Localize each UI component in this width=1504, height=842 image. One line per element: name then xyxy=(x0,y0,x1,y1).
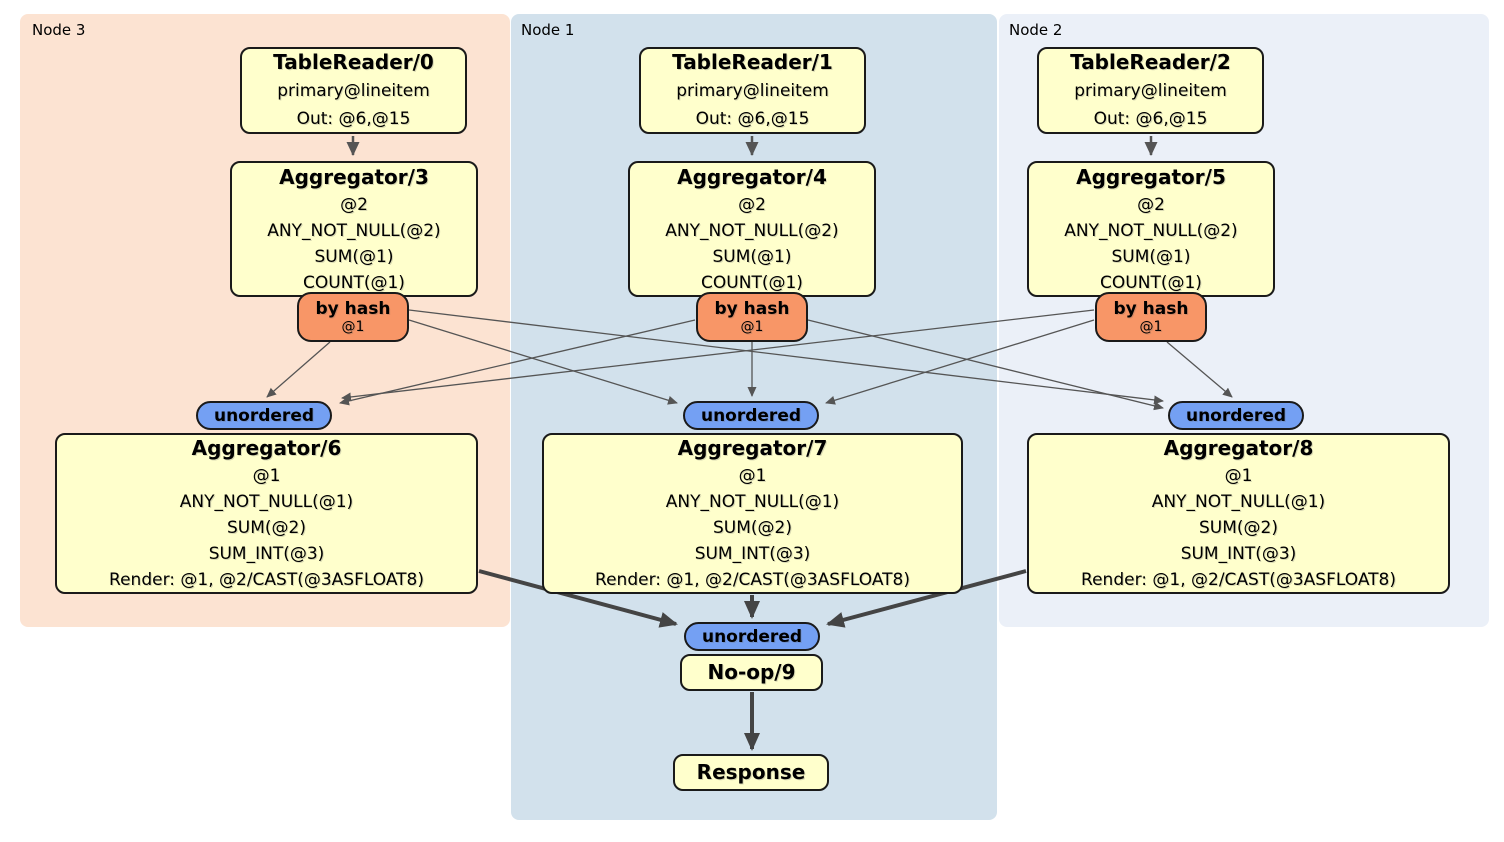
processor-title: Aggregator/5 xyxy=(1076,164,1226,189)
edge-router2-sync2 xyxy=(1166,341,1233,398)
processor-detail: primary@lineitem xyxy=(1074,81,1227,101)
hash-router-node2: by hash @1 xyxy=(1095,292,1207,342)
processor-detail: COUNT(@1) xyxy=(303,272,405,293)
router-detail: @1 xyxy=(1139,319,1163,335)
processor-detail: Render: @1, @2/CAST(@3ASFLOAT8) xyxy=(109,570,424,590)
processor-detail: ANY_NOT_NULL(@1) xyxy=(665,492,840,512)
processor-title: Response xyxy=(696,760,806,784)
processor-detail: ANY_NOT_NULL(@2) xyxy=(267,220,441,241)
edge-router3-sync2 xyxy=(408,309,1164,405)
edge-agg8-finalsync xyxy=(826,569,1027,628)
processor-detail: @1 xyxy=(252,466,281,486)
aggregator-6-box: Aggregator/6 @1 ANY_NOT_NULL(@1) SUM(@2)… xyxy=(55,433,478,594)
processor-detail: Out: @6,@15 xyxy=(695,109,810,129)
processor-title: Aggregator/8 xyxy=(1163,436,1314,460)
processor-detail: COUNT(@1) xyxy=(701,272,803,293)
processor-title: Aggregator/7 xyxy=(677,436,828,460)
processor-detail: ANY_NOT_NULL(@2) xyxy=(1064,220,1238,241)
processor-detail: SUM_INT(@3) xyxy=(1180,544,1297,564)
router-label: by hash xyxy=(1113,299,1189,319)
processor-detail: @2 xyxy=(340,194,368,215)
aggregator-7-box: Aggregator/7 @1 ANY_NOT_NULL(@1) SUM(@2)… xyxy=(542,433,963,594)
processor-detail: Render: @1, @2/CAST(@3ASFLOAT8) xyxy=(595,570,910,590)
router-label: by hash xyxy=(714,299,790,319)
hash-router-node3: by hash @1 xyxy=(297,292,409,342)
table-reader-1-box: TableReader/1 primary@lineitem Out: @6,@… xyxy=(639,47,866,134)
node-group-label-1: Node 1 xyxy=(521,21,575,39)
unordered-sync-final: unordered xyxy=(684,622,820,651)
processor-title: TableReader/1 xyxy=(672,50,833,74)
processor-title: TableReader/2 xyxy=(1070,50,1231,74)
hash-router-node1: by hash @1 xyxy=(696,292,808,342)
processor-title: Aggregator/6 xyxy=(191,436,342,460)
processor-detail: @1 xyxy=(738,466,767,486)
aggregator-4-box: Aggregator/4 @2 ANY_NOT_NULL(@2) SUM(@1)… xyxy=(628,161,876,297)
table-reader-2-box: TableReader/2 primary@lineitem Out: @6,@… xyxy=(1037,47,1264,134)
processor-detail: @2 xyxy=(738,194,766,215)
aggregator-3-box: Aggregator/3 @2 ANY_NOT_NULL(@2) SUM(@1)… xyxy=(230,161,478,297)
processor-detail: SUM(@2) xyxy=(1199,518,1278,538)
router-detail: @1 xyxy=(341,319,365,335)
processor-detail: @2 xyxy=(1137,194,1165,215)
edge-router1-sync2 xyxy=(807,319,1164,411)
processor-detail: SUM_INT(@3) xyxy=(208,544,325,564)
processor-detail: SUM_INT(@3) xyxy=(694,544,811,564)
processor-detail: SUM(@2) xyxy=(227,518,306,538)
processor-detail: Out: @6,@15 xyxy=(296,109,411,129)
processor-title: TableReader/0 xyxy=(273,50,434,74)
processor-title: Aggregator/3 xyxy=(279,164,429,189)
processor-detail: ANY_NOT_NULL(@2) xyxy=(665,220,839,241)
edge-agg6-finalsync xyxy=(478,569,678,628)
processor-detail: Render: @1, @2/CAST(@3ASFLOAT8) xyxy=(1081,570,1396,590)
edge-router3-sync3 xyxy=(266,341,331,398)
node-group-label-3: Node 3 xyxy=(32,21,86,39)
table-reader-0-box: TableReader/0 primary@lineitem Out: @6,@… xyxy=(240,47,467,134)
response-box: Response xyxy=(673,754,829,791)
processor-title: Aggregator/4 xyxy=(677,164,827,189)
processor-detail: SUM(@1) xyxy=(712,246,792,267)
node-group-label-2: Node 2 xyxy=(1009,21,1063,39)
processor-detail: COUNT(@1) xyxy=(1100,272,1202,293)
edge-router2-sync3 xyxy=(341,309,1095,402)
processor-detail: SUM(@2) xyxy=(713,518,792,538)
processor-detail: @1 xyxy=(1224,466,1253,486)
edge-router2-sync1 xyxy=(825,319,1095,405)
router-label: by hash xyxy=(315,299,391,319)
edge-router3-sync1 xyxy=(408,319,678,405)
processor-detail: primary@lineitem xyxy=(676,81,829,101)
processor-detail: primary@lineitem xyxy=(277,81,430,101)
aggregator-8-box: Aggregator/8 @1 ANY_NOT_NULL(@1) SUM(@2)… xyxy=(1027,433,1450,594)
router-detail: @1 xyxy=(740,319,764,335)
noop-box: No-op/9 xyxy=(680,654,823,691)
unordered-sync-node1: unordered xyxy=(683,401,819,430)
processor-detail: ANY_NOT_NULL(@1) xyxy=(179,492,354,512)
processor-detail: SUM(@1) xyxy=(1111,246,1191,267)
unordered-sync-node2: unordered xyxy=(1168,401,1304,430)
processor-detail: SUM(@1) xyxy=(314,246,394,267)
processor-detail: Out: @6,@15 xyxy=(1093,109,1208,129)
edge-router1-sync3 xyxy=(339,319,696,406)
processor-title: No-op/9 xyxy=(707,660,796,684)
aggregator-5-box: Aggregator/5 @2 ANY_NOT_NULL(@2) SUM(@1)… xyxy=(1027,161,1275,297)
unordered-sync-node3: unordered xyxy=(196,401,332,430)
processor-detail: ANY_NOT_NULL(@1) xyxy=(1151,492,1326,512)
